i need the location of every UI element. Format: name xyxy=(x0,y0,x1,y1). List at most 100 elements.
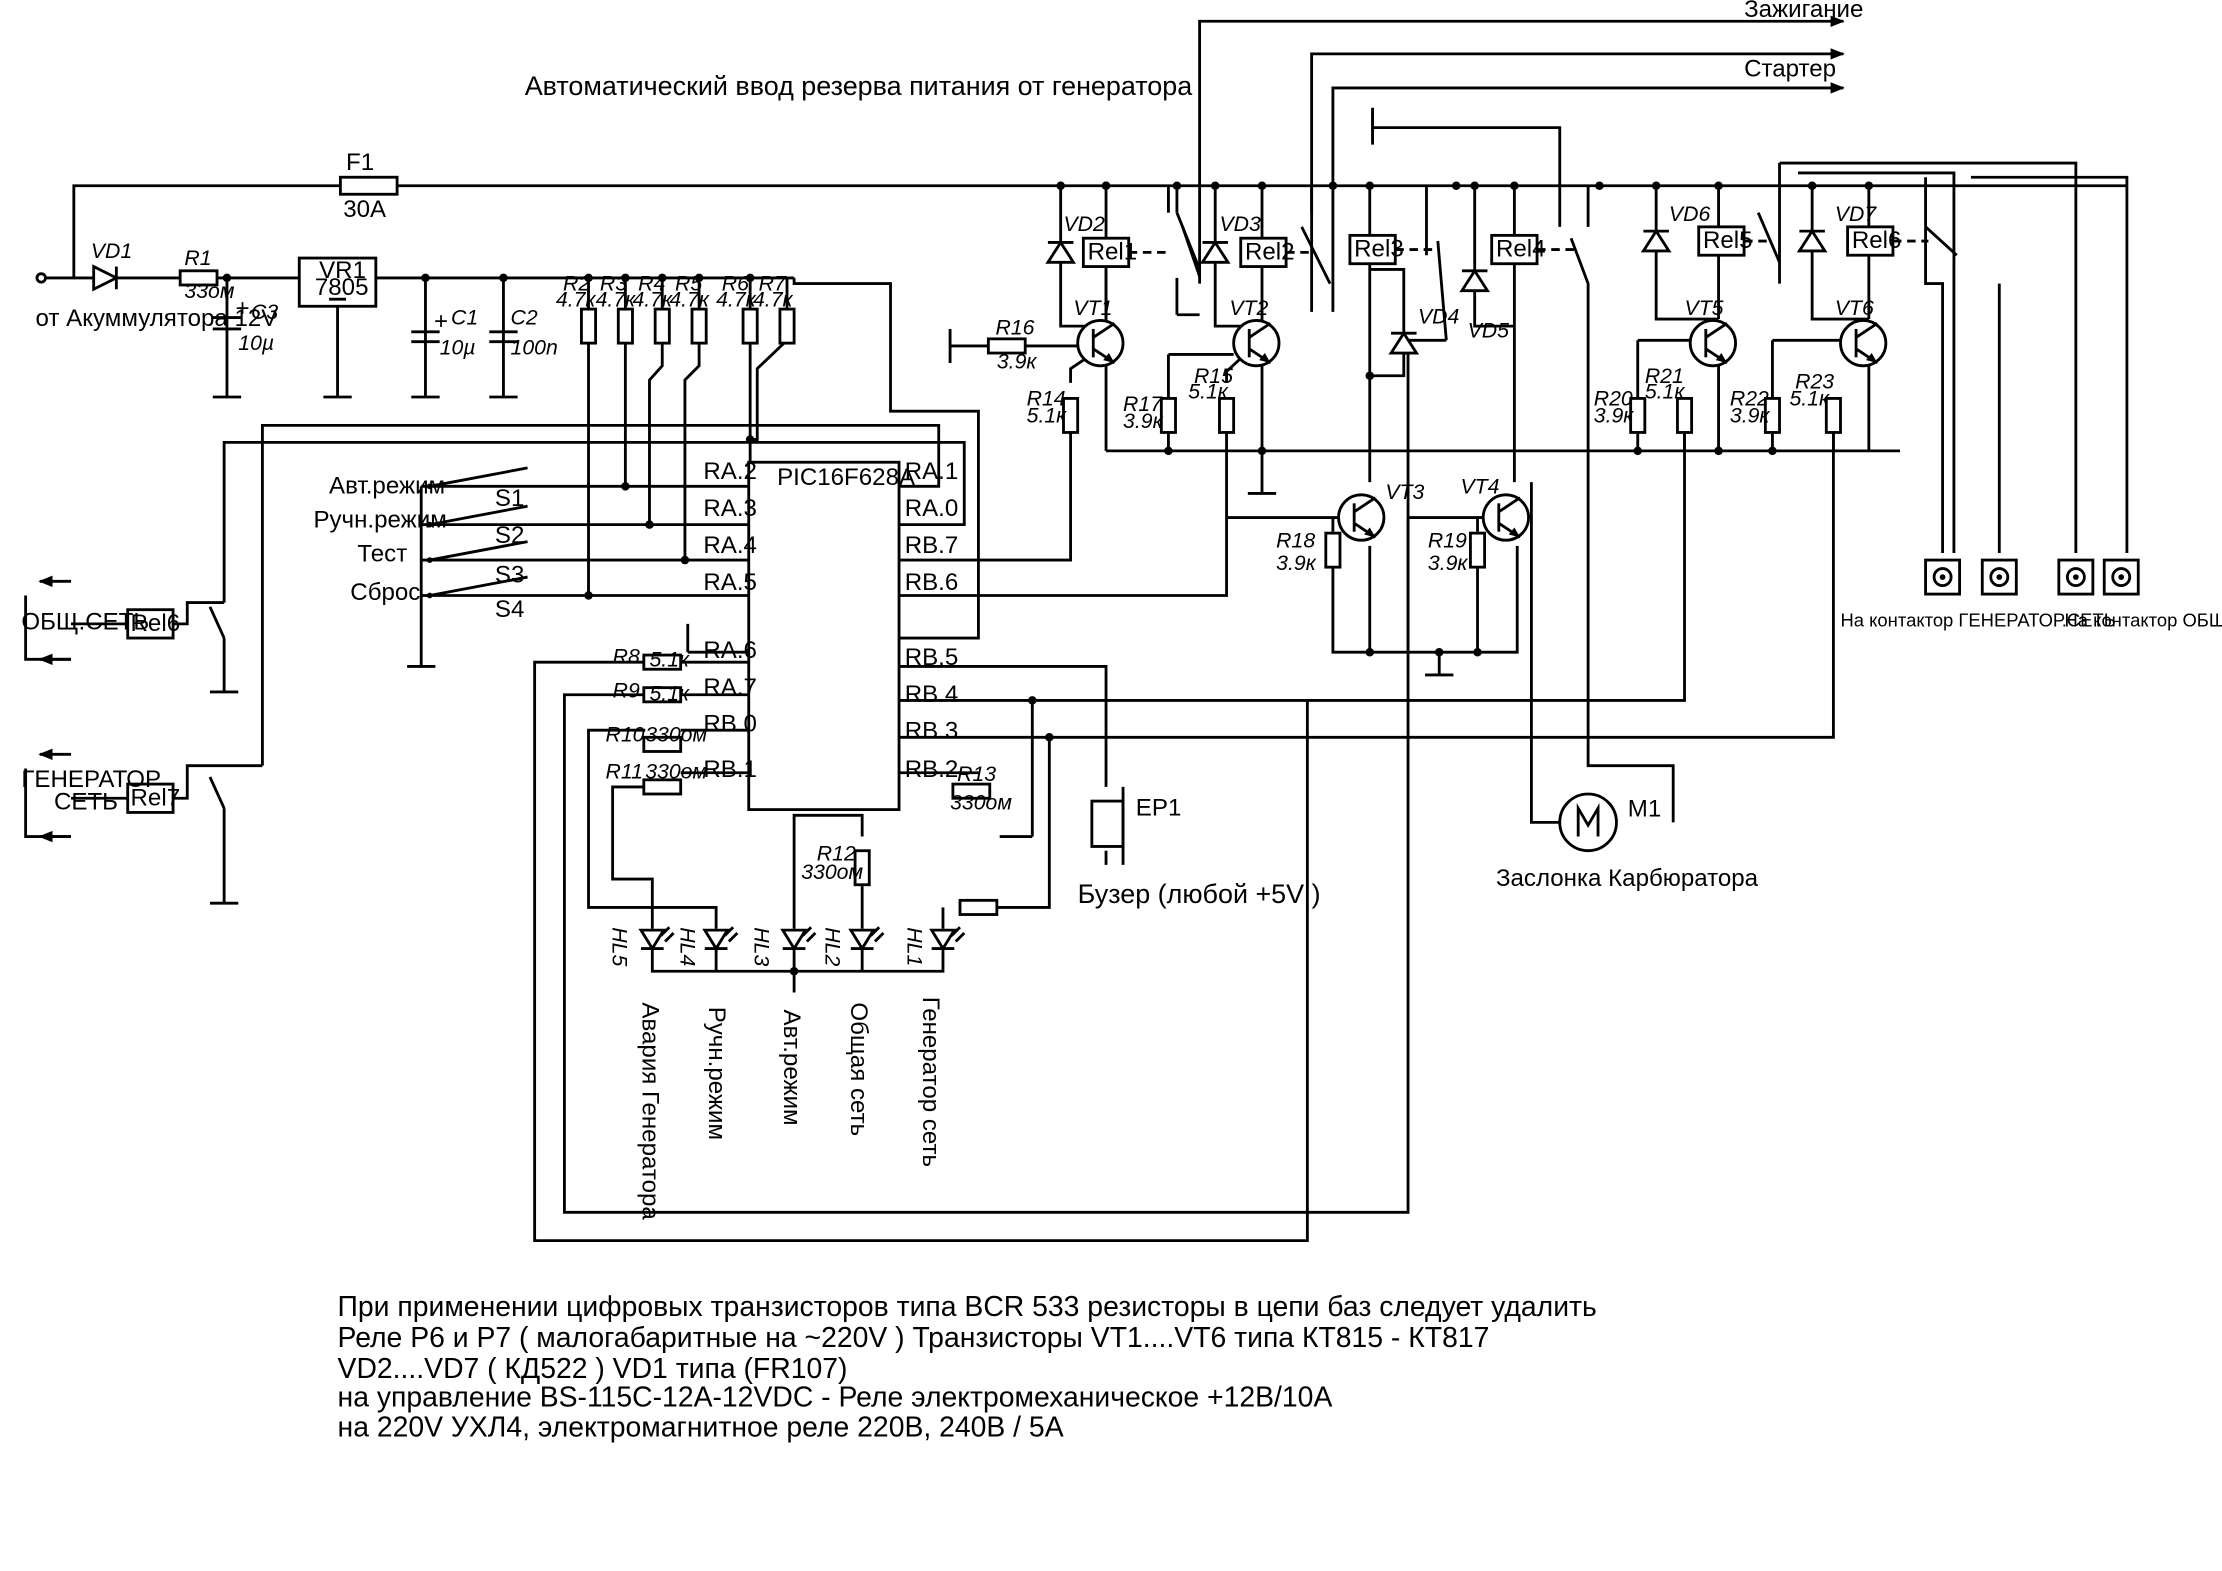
buzzer-ep1 xyxy=(1090,786,1125,865)
r7-value: 4.7к xyxy=(753,287,794,311)
vd2-label: VD2 xyxy=(1064,212,1106,236)
resistor-r18 xyxy=(1324,531,1342,569)
mcu-pin-right: RA.0 xyxy=(905,495,959,522)
input-terminal xyxy=(35,272,47,284)
r5-value: 4.7к xyxy=(669,287,710,311)
led-hl1 xyxy=(930,925,966,950)
mcu-pin-right: RB.4 xyxy=(905,681,959,708)
vt3-label: VT3 xyxy=(1385,480,1424,504)
resistor-r2 xyxy=(580,307,598,345)
r9-label: R9 xyxy=(613,679,640,703)
led-ref-hl1: HL1 xyxy=(903,927,927,966)
r17-value: 3.9к xyxy=(1123,409,1164,433)
resistor-r17 xyxy=(1159,397,1177,434)
r6-label: R6 xyxy=(722,272,749,296)
note-line: VD2....VD7 ( КД522 ) VD1 типа (FR107) xyxy=(338,1353,848,1385)
rel1-label: Rel1 xyxy=(1088,238,1138,265)
c3-label: C3 xyxy=(251,300,278,324)
mcu-pin-left: RB.0 xyxy=(703,711,757,738)
rel5-label: Rel5 xyxy=(1703,227,1753,254)
relay-rel6 xyxy=(1846,225,1929,257)
capacitor-c3 xyxy=(212,316,242,331)
transistor-vt5 xyxy=(1688,319,1737,368)
fuse-value: 30A xyxy=(343,196,387,223)
vr1-ref: VR1 xyxy=(319,257,366,284)
relay-ref-left-1: Rel6 xyxy=(131,610,181,637)
r10-label: R10 xyxy=(606,723,645,747)
r1-value: 33ом xyxy=(184,279,234,303)
switch-ref-s1: S1 xyxy=(495,485,524,512)
rel6-label: Rel6 xyxy=(1852,227,1902,254)
resistor-r15 xyxy=(1218,397,1236,434)
r15-label: R15 xyxy=(1194,364,1233,388)
diode-vd7 xyxy=(1797,229,1827,253)
r12-label: R12 xyxy=(817,842,856,866)
resistor-r7 xyxy=(778,307,796,345)
r13-label: R13 xyxy=(957,762,996,786)
r11-value: 330ом xyxy=(645,759,707,783)
c3-value: 10µ xyxy=(238,331,274,355)
r3-label: R3 xyxy=(600,272,627,296)
c2-label: C2 xyxy=(511,306,538,330)
led-ref-hl3: HL3 xyxy=(749,927,773,966)
led-hl5 xyxy=(639,925,676,950)
c2-value: 100n xyxy=(511,335,558,359)
mcu-left-pins: RA.2 RA.3 RA.4 RA.5 RA.6 RA.7 RB.0 RB.1 xyxy=(703,458,757,783)
mcu-pin-right: RB.6 xyxy=(905,569,959,596)
diode-vd1 xyxy=(92,264,120,292)
note-line: Реле Р6 и Р7 ( малогабаритные на ~220V )… xyxy=(338,1322,1490,1354)
left-relay-label-network: СЕТЬ xyxy=(54,789,118,816)
resistor-r5 xyxy=(690,307,708,345)
capacitor-c1 xyxy=(411,330,440,344)
r21-label: R21 xyxy=(1645,364,1684,388)
resistor-r21 xyxy=(1676,397,1694,434)
r6-value: 4.7к xyxy=(716,287,757,311)
led-label-hl3: Авт.режим xyxy=(778,1010,805,1126)
led-label-hl5: Авария Генератора xyxy=(636,1002,663,1220)
transistor-vt4 xyxy=(1481,493,1530,542)
resistor-r3 xyxy=(616,307,634,345)
r19-label: R19 xyxy=(1428,528,1467,552)
terminal-common-1 xyxy=(2057,558,2095,596)
output-starter: Стартер xyxy=(1744,56,1836,83)
c1-plus: + xyxy=(434,308,448,335)
vt2-label: VT2 xyxy=(1229,296,1268,320)
mcu-pin-left: RA.3 xyxy=(703,495,757,522)
led-ref-hl5: HL5 xyxy=(608,927,632,966)
switch-ref-s3: S3 xyxy=(495,562,524,589)
r15-value: 5.1к xyxy=(1188,379,1229,403)
resistor-hl1 xyxy=(958,898,999,916)
r13-value: 330ом xyxy=(950,791,1012,815)
r18-label: R18 xyxy=(1276,528,1315,552)
r8-value: 5.1к xyxy=(649,647,690,671)
mcu-pin-right: RA.1 xyxy=(905,458,959,485)
r2-value: 4.7к xyxy=(556,287,597,311)
r22-value: 3.9к xyxy=(1730,404,1771,428)
vt1-label: VT1 xyxy=(1073,296,1112,320)
led-label-hl1: Генератор сеть xyxy=(917,997,944,1167)
led-label-hl4: Ручн.режим xyxy=(703,1007,730,1140)
r14-value: 5.1к xyxy=(1027,404,1068,428)
arrow-left-2 xyxy=(38,748,71,843)
r10-value: 330ом xyxy=(645,723,707,747)
diode-vd4 xyxy=(1389,331,1418,355)
switch-ref-s4: S4 xyxy=(495,596,524,623)
relay-ref-left-2: Rel7 xyxy=(131,784,181,811)
led-hl4 xyxy=(703,925,739,950)
r9-value: 5.1к xyxy=(649,681,690,705)
mcu-pin-left: RA.7 xyxy=(703,674,757,701)
diode-vd5 xyxy=(1460,269,1489,293)
transistor-vt2 xyxy=(1232,319,1281,368)
r5-label: R5 xyxy=(675,272,702,296)
relay-rel4 xyxy=(1490,233,1574,266)
junction-dots xyxy=(222,181,1874,976)
r17-label: R17 xyxy=(1123,392,1163,416)
terminal-generator-1 xyxy=(1924,558,1962,596)
vd4-label: VD4 xyxy=(1418,304,1460,328)
mcu-pin-left: RA.5 xyxy=(703,569,757,596)
rel3-label: Rel3 xyxy=(1354,236,1404,263)
note-line: на 220V УХЛ4, электромагнитное реле 220В… xyxy=(338,1411,1064,1443)
c3-plus: + xyxy=(235,295,249,322)
arrow-left-1 xyxy=(38,575,71,665)
